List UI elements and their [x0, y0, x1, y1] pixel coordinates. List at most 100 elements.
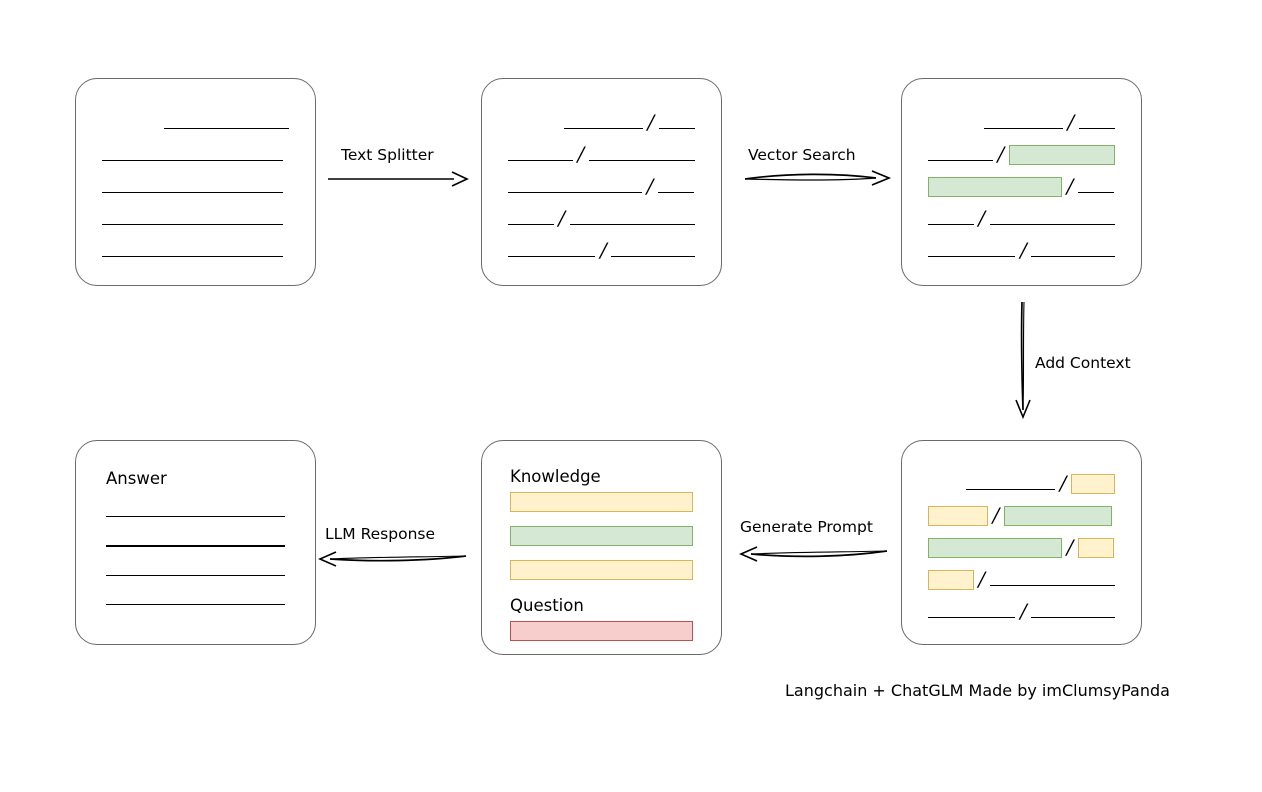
answer-text-line [106, 545, 285, 547]
source-document-rows [102, 102, 289, 262]
split-document-body: ///// [482, 79, 721, 285]
document-row: / [928, 102, 1115, 134]
document-row [102, 102, 289, 134]
text-line [164, 128, 289, 129]
text-line [564, 128, 643, 129]
document-row [102, 134, 289, 166]
document-row: / [928, 495, 1115, 527]
question-label: Question [510, 596, 584, 615]
document-row: / [508, 102, 695, 134]
connector-label-add-context: Add Context [1035, 354, 1131, 372]
knowledge-bars [510, 492, 693, 594]
source-document-card [75, 78, 316, 286]
text-line [508, 160, 573, 161]
answer-text-line [106, 574, 285, 576]
answer-card: Answer [75, 440, 316, 645]
answer-label: Answer [106, 469, 167, 488]
text-line [1078, 192, 1114, 193]
green-content-bar [510, 526, 693, 546]
yellow-chunk-highlight [1078, 537, 1114, 558]
footer-caption: Langchain + ChatGLM Made by imClumsyPand… [785, 681, 1170, 700]
slash-separator: / [558, 206, 566, 230]
text-line [102, 160, 283, 161]
text-line [611, 256, 695, 257]
answer-text-line [106, 516, 285, 518]
document-row: / [928, 230, 1115, 262]
slash-separator: / [647, 110, 655, 134]
knowledge-label: Knowledge [510, 467, 601, 486]
document-row [102, 166, 289, 198]
text-line [508, 192, 642, 193]
vector-matched-document-rows: / / / / / [928, 102, 1115, 262]
document-row: / [508, 134, 695, 166]
text-line [989, 584, 1115, 586]
text-line [928, 160, 993, 161]
text-line [658, 192, 694, 193]
answer-lines [106, 516, 285, 633]
slash-separator: / [1020, 598, 1027, 623]
answer-text-line [106, 603, 285, 606]
context-document-rows: / / / / / [928, 463, 1115, 623]
split-document-rows: ///// [508, 102, 695, 262]
text-line [928, 616, 1016, 618]
document-row: / [928, 463, 1115, 495]
document-row: / [928, 166, 1115, 198]
text-line [569, 224, 695, 225]
yellow-content-bar [510, 492, 693, 512]
slash-separator: / [1066, 174, 1074, 198]
document-row: / [928, 527, 1115, 559]
text-line [1031, 616, 1115, 618]
text-line [508, 224, 554, 225]
green-chunk-highlight [1008, 145, 1115, 165]
slash-separator: / [992, 502, 1000, 527]
split-document-card: ///// [481, 78, 722, 286]
text-line [966, 488, 1056, 490]
arrow-generate-prompt [739, 546, 888, 562]
prompt-body: Knowledge Question [482, 441, 721, 654]
connector-label-text-splitter: Text Splitter [341, 146, 434, 164]
connector-label-vector-search: Vector Search [748, 146, 856, 164]
document-row [102, 230, 289, 262]
document-row: / [928, 198, 1115, 230]
red-content-bar [510, 621, 693, 641]
slash-separator: / [646, 174, 654, 198]
yellow-content-bar [510, 560, 693, 580]
connector-label-generate-prompt: Generate Prompt [740, 518, 873, 536]
slash-separator: / [997, 142, 1005, 166]
text-line [508, 256, 596, 257]
slash-separator: / [978, 206, 986, 230]
green-chunk-highlight [928, 177, 1062, 197]
text-line [928, 224, 974, 225]
arrow-vector-search [744, 170, 892, 186]
context-document-body: / / / / / [902, 441, 1141, 644]
slash-separator: / [1059, 470, 1067, 495]
yellow-chunk-highlight [1071, 473, 1115, 494]
document-row: / [928, 134, 1115, 166]
arrow-llm-response [318, 551, 467, 567]
document-row [102, 198, 289, 230]
slash-separator: / [600, 238, 607, 262]
arrow-text-splitter [328, 171, 469, 187]
text-line [658, 128, 695, 129]
vector-matched-document-body: / / / / / [902, 79, 1141, 285]
document-row: / [508, 198, 695, 230]
prompt-card: Knowledge Question [481, 440, 722, 655]
slash-separator: / [1020, 238, 1027, 262]
text-line [989, 224, 1115, 225]
yellow-chunk-highlight [928, 569, 974, 590]
document-row: / [928, 591, 1115, 623]
text-line [102, 192, 283, 193]
text-line [588, 160, 695, 161]
green-chunk-highlight [928, 537, 1062, 558]
slash-separator: / [1066, 534, 1074, 559]
text-line [102, 256, 283, 257]
vector-matched-document-card: / / / / / [901, 78, 1142, 286]
source-document-body [76, 79, 315, 285]
answer-body: Answer [76, 441, 315, 644]
slash-separator: / [978, 566, 986, 591]
green-chunk-highlight [1004, 505, 1112, 526]
arrow-add-context [1015, 301, 1031, 420]
yellow-chunk-highlight [928, 505, 988, 526]
document-row: / [508, 230, 695, 262]
text-line [984, 128, 1063, 129]
